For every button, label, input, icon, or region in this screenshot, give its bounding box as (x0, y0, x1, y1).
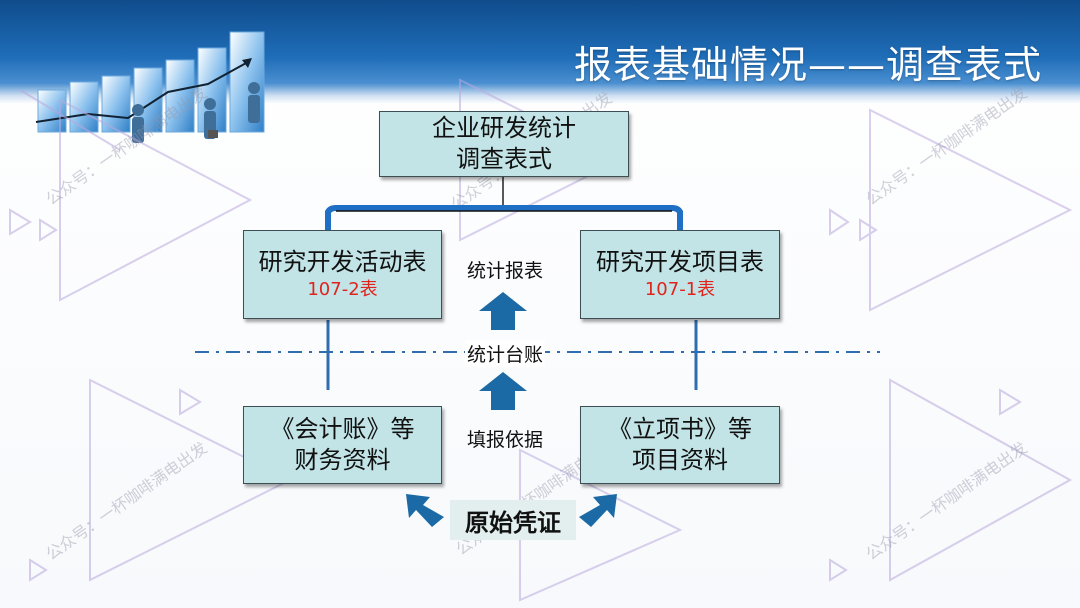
arrow-diagonal-left (406, 494, 444, 527)
arrow-up-lower (479, 372, 527, 410)
project-records-box: 《立项书》等 项目资料 (580, 406, 780, 484)
rd-activity-form-code: 107-2表 (307, 279, 378, 300)
survey-form-line1: 企业研发统计 (432, 114, 576, 142)
rd-activity-form-box: 研究开发活动表 107-2表 (243, 230, 442, 319)
project-records-line2: 项目资料 (632, 446, 728, 474)
label-statistical-ledger: 统计台账 (465, 340, 546, 367)
original-voucher-box: 原始凭证 (450, 500, 576, 540)
rd-project-form-box: 研究开发项目表 107-1表 (580, 230, 780, 319)
arrow-up-upper (479, 292, 527, 330)
rd-activity-form-title: 研究开发活动表 (258, 248, 427, 276)
slide-title: 报表基础情况——调查表式 (573, 43, 1042, 87)
bar-blocks (37, 31, 265, 133)
financial-records-line1: 《会计账》等 (270, 415, 415, 443)
label-statistical-report: 统计报表 (467, 260, 544, 282)
financial-records-line2: 财务资料 (294, 446, 391, 474)
arrow-diagonal-right (579, 494, 617, 527)
person-figures (132, 82, 260, 143)
financial-records-box: 《会计账》等 财务资料 (243, 406, 442, 484)
label-filing-basis: 填报依据 (467, 429, 544, 451)
project-records-line1: 《立项书》等 (608, 415, 752, 443)
rd-project-form-title: 研究开发项目表 (596, 248, 764, 276)
survey-form-box: 企业研发统计 调查表式 (379, 111, 629, 177)
bracket (325, 205, 683, 230)
growth-chart-illustration (35, 31, 265, 143)
rd-project-form-code: 107-1表 (644, 279, 716, 300)
survey-form-line2: 调查表式 (456, 145, 552, 173)
trend-arrow (35, 61, 249, 123)
